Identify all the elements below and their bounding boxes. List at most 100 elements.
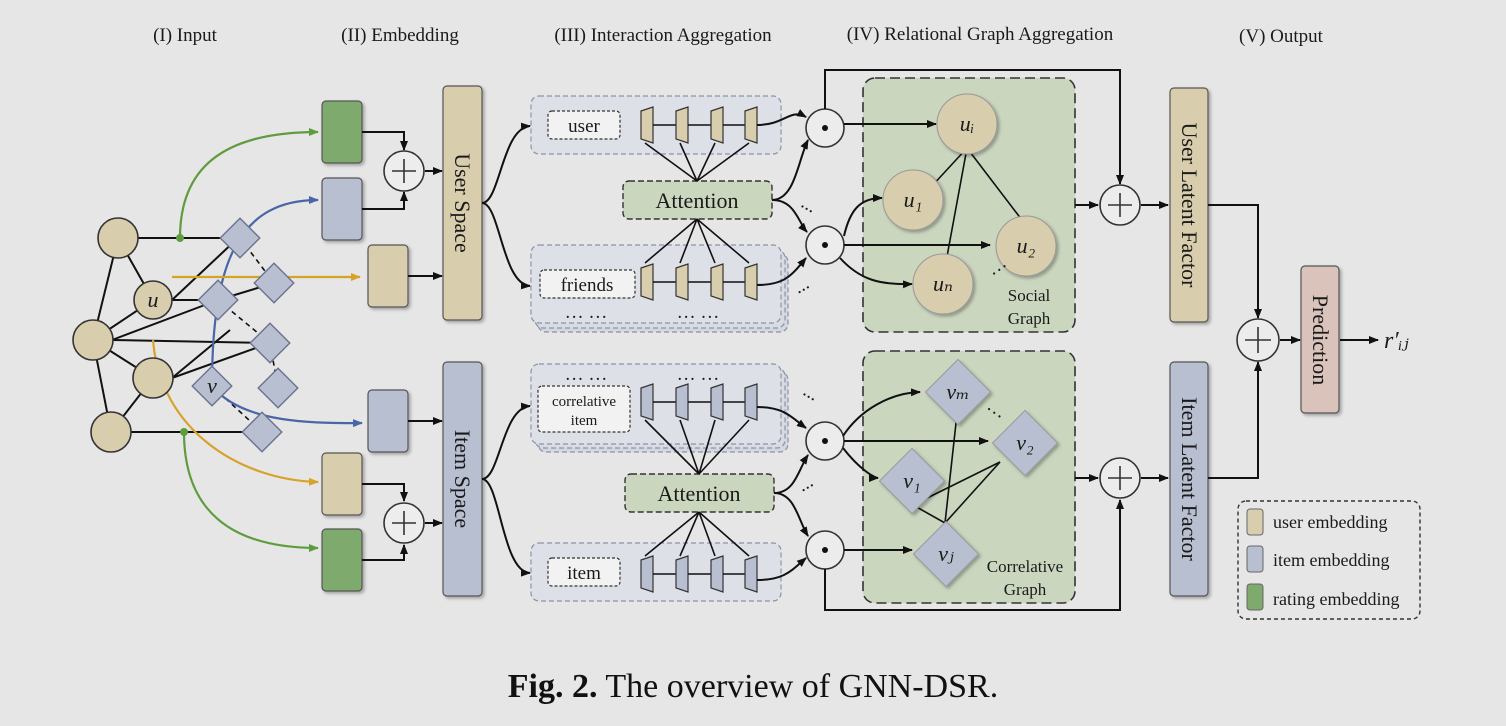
dot-product-operator [805,108,845,148]
friends-ellipsis-left: … … [565,302,608,323]
input-item-node [197,279,239,321]
correlative-ellipsis-right: … … [677,364,720,385]
rating-embedding-block [321,528,363,592]
item-latent-factor-label: Item Latent Factor [1177,397,1202,561]
correlative-graph-title-line2: Graph [1004,580,1047,599]
sum-operator [1099,184,1141,226]
legend-label-item: item embedding [1273,550,1389,570]
social-label-u1: u₁ [904,187,923,212]
stage-interaction-title: (III) Interaction Aggregation [554,25,772,46]
social-label-u2: u₂ [1017,233,1036,258]
network-layer [640,383,654,421]
network-layer [640,263,654,301]
rating-embedding-block [321,100,363,164]
attention-label-item: Attention [657,481,740,506]
input-item-node [191,365,233,407]
network-layer [675,383,689,421]
sum-operator [383,502,425,544]
friends-ellipsis-right: … … [677,302,720,323]
input-user-node [133,280,173,320]
caption-figure-number: Fig. 2. [507,668,598,705]
network-layer [675,555,689,593]
dots-indicator: ... [790,273,813,298]
attention-label-user: Attention [655,188,738,213]
social-graph-title-line1: Social [1008,286,1051,305]
social-label-un: uₙ [933,271,953,296]
network-layer [744,383,758,421]
dots-indicator: ... [800,380,823,405]
item-token-label: item [567,563,601,584]
input-graph: u v [72,128,363,552]
social-node-u2 [995,215,1057,277]
social-node-ui [936,93,998,155]
social-graph-title-line2: Graph [1008,309,1051,328]
network-layer [710,383,724,421]
correlative-graph-title-line1: Correlative [987,557,1063,576]
predicted-rating-symbol: r′ᵢⱼ [1384,328,1409,354]
item-embedding-block [367,389,409,453]
input-item-label: v [207,373,217,398]
legend-label-user: user embedding [1273,512,1387,532]
correlative-label-vm: vₘ [946,379,969,404]
legend-swatch-rating [1246,583,1264,611]
network-layer [640,106,654,144]
correlative-label-v1: v₁ [903,468,920,493]
input-user-label: u [148,287,159,312]
input-user-node [97,217,139,259]
user-embedding-block [321,452,363,516]
network-layer [744,263,758,301]
prediction-block [1300,265,1340,414]
figure-caption: Fig. 2. The overview of GNN-DSR. [0,668,1506,706]
input-item-node [257,367,299,409]
network-layer [710,106,724,144]
friends-interaction-panel [530,244,782,324]
user-latent-factor-label: User Latent Factor [1177,123,1202,289]
embedding-stage: User Space Item Space [321,85,483,597]
correlative-node-v2 [991,409,1059,477]
friends-token-label: friends [561,275,614,296]
network-layer [675,106,689,144]
dot-product-operator [805,421,845,461]
input-item-node [241,411,283,453]
network-layer [710,555,724,593]
input-user-node [132,357,174,399]
sum-operator [1236,318,1280,362]
correlative-token-line1: correlative [552,394,616,410]
stage-relational-title: (IV) Relational Graph Aggregation [847,24,1114,45]
network-layer [675,263,689,301]
correlative-node-v1 [878,447,946,515]
correlative-label-vj: vⱼ [938,541,954,566]
network-layer [710,263,724,301]
correlative-node-vm [924,358,992,426]
correlative-token-line2: item [571,413,598,429]
social-node-u1 [882,169,944,231]
network-layer [744,106,758,144]
network-layer [640,555,654,593]
stage-output-title: (V) Output [1239,26,1324,47]
user-space-label: User Space [450,153,475,253]
dot-product-operator [805,530,845,570]
sum-operator [383,150,425,192]
sum-operator [1099,457,1141,499]
input-item-node [253,262,295,304]
stage-embedding-title: (II) Embedding [341,25,459,46]
input-user-node [90,411,132,453]
input-item-node [249,322,291,364]
prediction-label: Prediction [1308,295,1333,385]
correlative-ellipsis-left: … … [565,364,608,385]
item-space-label: Item Space [450,430,475,528]
dots-indicator: ... [798,192,821,217]
input-item-node [219,217,261,259]
output-stage: User Latent Factor Item Latent Factor Pr… [1169,87,1409,597]
network-layer [744,555,758,593]
legend-swatch-user [1246,508,1264,536]
user-embedding-block [367,244,409,308]
input-user-node [72,319,114,361]
interaction-aggregation: user friends … … … … Attention … … … … c… [481,95,823,602]
stage-input-title: (I) Input [153,25,218,46]
relational-graph-aggregation: uᵢ u₁ u₂ uₙ … Social Graph vₘ v₂ v₁ vⱼ [805,69,1169,611]
caption-text: The overview of GNN-DSR. [597,668,999,705]
social-node-un [912,253,974,315]
social-label-ui: uᵢ [960,111,974,136]
legend: user embedding item embedding rating emb… [1237,500,1421,620]
